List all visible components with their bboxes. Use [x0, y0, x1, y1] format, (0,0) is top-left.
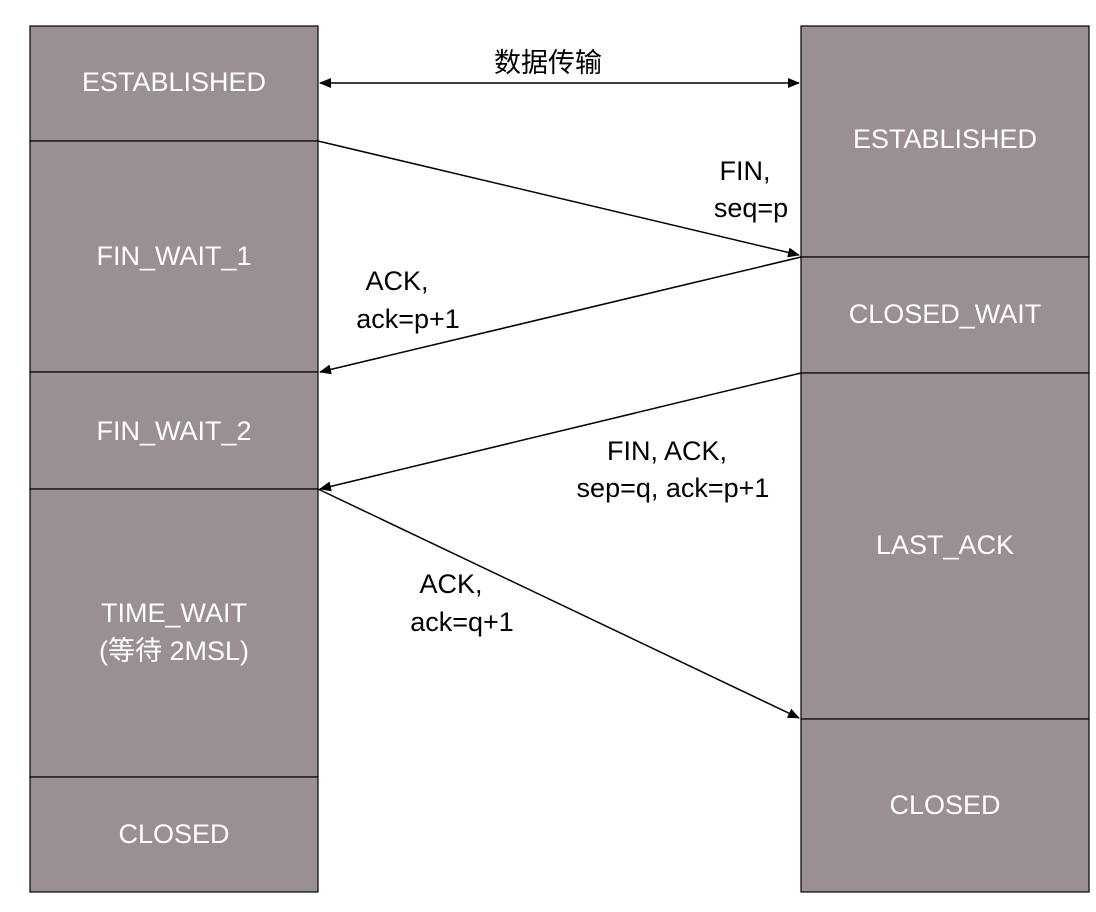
server-column: ESTABLISHED CLOSED_WAIT LAST_ACK CLOSED — [800, 25, 1090, 893]
fin-2-label-line-1: FIN, ACK, — [607, 436, 727, 466]
client-time-wait-label: TIME_WAIT — [101, 598, 247, 628]
client-state-fin-wait-2 — [29, 371, 319, 490]
server-state-last-ack — [800, 372, 1090, 720]
fin-2-label-line-2: sep=q, ack=p+1 — [577, 473, 770, 503]
client-state-closed — [29, 776, 319, 893]
ack-1-label-line-2: ack=p+1 — [356, 304, 460, 334]
client-state-fin-wait-1 — [29, 140, 319, 373]
client-state-time-wait — [29, 488, 319, 778]
ack-2-label-line-1: ACK, — [419, 569, 482, 599]
client-fin-wait-2-label: FIN_WAIT_2 — [96, 416, 251, 446]
server-established-label: ESTABLISHED — [853, 124, 1037, 154]
data-transfer-label: 数据传输 — [494, 48, 602, 78]
fin-2-arrow — [319, 372, 802, 492]
server-closed-label: CLOSED — [889, 790, 1000, 820]
client-time-wait-note: (等待 2MSL) — [99, 636, 249, 666]
ack-1-label-line-1: ACK, — [365, 266, 428, 296]
message-fin-1: FIN, seq=p — [317, 140, 800, 258]
ack-1-arrow — [319, 256, 802, 375]
message-ack-1: ACK, ack=p+1 — [319, 256, 802, 375]
fin-1-label-line-2: seq=p — [714, 193, 788, 223]
client-column: ESTABLISHED FIN_WAIT_1 FIN_WAIT_2 TIME_W… — [29, 25, 319, 893]
data-transfer: 数据传输 — [319, 48, 800, 88]
message-ack-2: ACK, ack=q+1 — [317, 488, 800, 719]
message-fin-2: FIN, ACK, sep=q, ack=p+1 — [319, 372, 802, 503]
client-fin-wait-1-label: FIN_WAIT_1 — [96, 241, 251, 271]
client-established-label: ESTABLISHED — [82, 67, 266, 97]
client-state-established — [29, 25, 319, 142]
ack-2-label-line-2: ack=q+1 — [410, 607, 514, 637]
server-state-closed — [800, 718, 1090, 893]
ack-2-arrow — [317, 488, 800, 719]
fin-1-arrow — [317, 140, 800, 258]
server-state-established — [800, 25, 1090, 258]
server-last-ack-label: LAST_ACK — [876, 530, 1014, 560]
server-state-closed-wait — [800, 256, 1090, 374]
fin-1-label-line-1: FIN, — [720, 156, 771, 186]
server-closed-wait-label: CLOSED_WAIT — [849, 299, 1042, 329]
client-closed-label: CLOSED — [118, 819, 229, 849]
